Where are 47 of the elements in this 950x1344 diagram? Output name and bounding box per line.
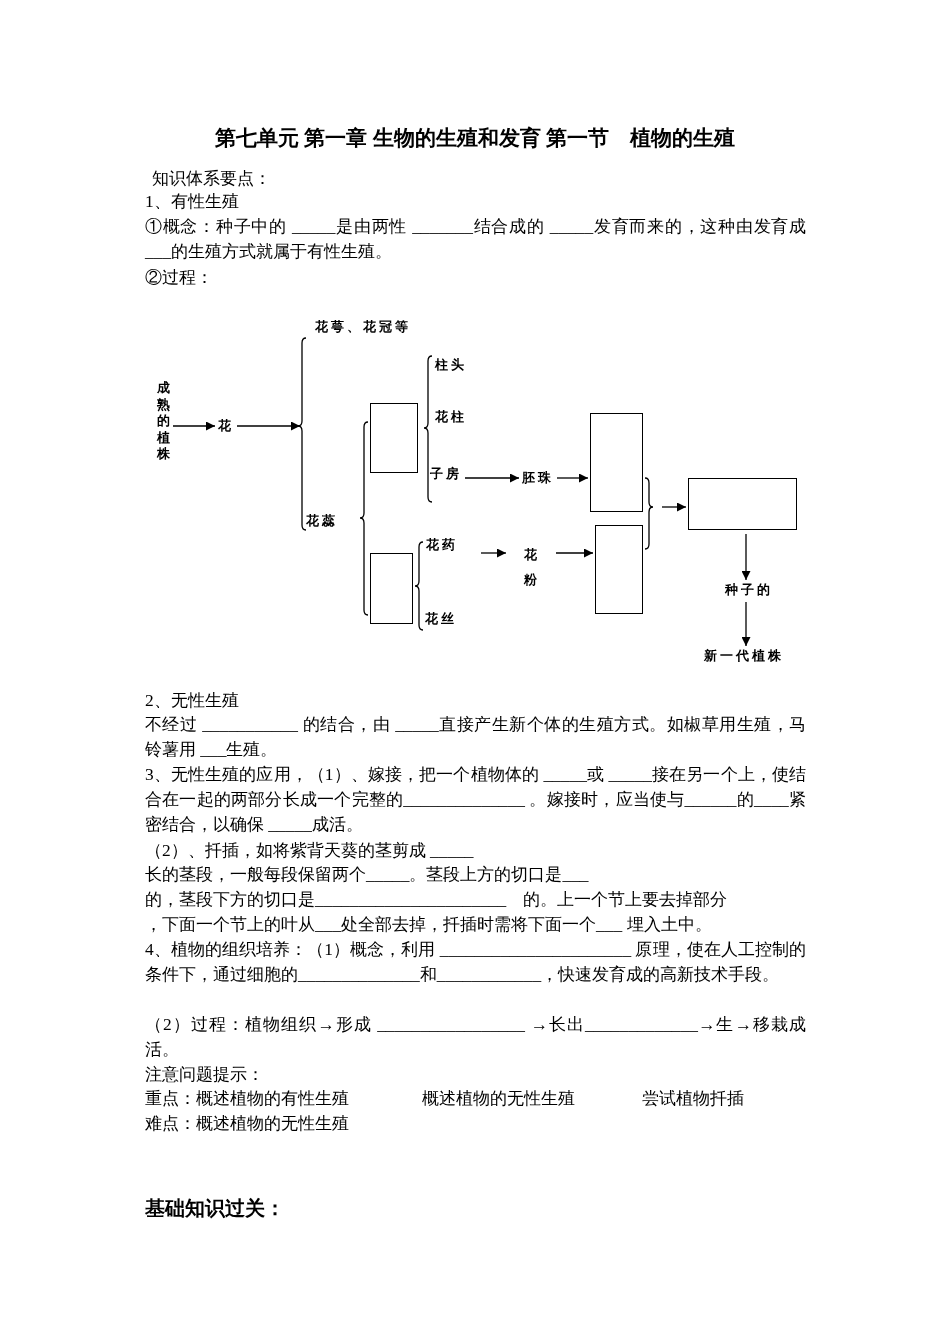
node-label: 花药 [425, 537, 459, 553]
node-label: 花粉 [524, 542, 538, 592]
node-label: 花蕊 [305, 513, 339, 529]
node-label: 柱头 [434, 357, 468, 373]
node-label: 成熟的植株 [157, 380, 171, 463]
answer-box [590, 413, 643, 512]
text-line: 2、无性生殖 [145, 689, 239, 712]
title: 第七单元 第一章 生物的生殖和发育 第一节 植物的生殖 [214, 125, 736, 152]
node-label: 花丝 [424, 611, 458, 627]
text-line: 知识体系要点： [152, 167, 271, 190]
arrow [464, 473, 520, 483]
paragraph: ①概念：种子中的 _____是由两性 _______结合成的 _____发育而来的，这种由发育成___的生殖方式就属于有性生殖。 [145, 215, 806, 263]
answer-box [595, 525, 643, 614]
arrow [480, 548, 507, 558]
text-line: ，下面一个节上的叶从___处全部去掉，扦插时需将下面一个___ 埋入土中。 [145, 913, 712, 936]
arrow [556, 473, 589, 483]
arrow [741, 533, 751, 581]
arrow [661, 502, 687, 512]
paragraph: （2）过程：植物组织→形成 _________________ →长出_____________→生→移栽成活。 [145, 1013, 806, 1061]
node-label: 新一代植株 [703, 648, 785, 664]
node-label: 种子的 [724, 582, 774, 598]
node-label: 花萼、花冠等 [314, 319, 412, 335]
arrow [741, 601, 751, 647]
text-line: 难点：概述植物的无性生殖 [145, 1112, 349, 1135]
node-label: 花 [217, 418, 235, 434]
text-line: 注意问题提示： [145, 1063, 264, 1086]
section-heading: 基础知识过关： [145, 1196, 285, 1221]
arrow [172, 421, 216, 431]
text-line: 概述植物的无性生殖 [422, 1087, 575, 1110]
paragraph: 不经过 ___________ 的结合，由 _____直接产生新个体的生殖方式。如椒草用生殖，马铃薯用 ___生殖。 [145, 713, 806, 761]
text-line: 1、有性生殖 [145, 190, 239, 213]
answer-box [370, 553, 413, 624]
paragraph: 4、植物的组织培养：（1）概念，利用 ______________________ 原理，使在人工控制的条件下，通过细胞的______________和____________，快速发育成的高新技术手段。 [145, 938, 806, 986]
text-line: 重点：概述植物的有性生殖 [145, 1087, 349, 1110]
text-line: ②过程： [145, 266, 213, 289]
answer-box [688, 478, 797, 530]
node-label: 胚珠 [521, 470, 555, 486]
text-line: 长的茎段，一般每段保留两个_____。茎段上方的切口是___ [145, 863, 589, 886]
node-label: 子房 [429, 466, 463, 482]
text-line: 尝试植物扦插 [642, 1087, 744, 1110]
answer-box [370, 403, 418, 473]
text-line: 的，茎段下方的切口是______________________ 的。上一个节上要去掉部分 [145, 888, 728, 911]
node-label: 花柱 [434, 409, 468, 425]
arrow [555, 548, 594, 558]
arrow [236, 421, 301, 431]
text-line: （2）、扦插，如将紫背天葵的茎剪成 _____ [145, 839, 474, 862]
paragraph: 3、无性生殖的应用，（1）、嫁接，把一个植物体的 _____或 _____接在另一个上，使结合在一起的两部分长成一个完整的______________ 。嫁接时，应当使与______的____紧密结合，以确保 _____成活。 [145, 763, 806, 836]
